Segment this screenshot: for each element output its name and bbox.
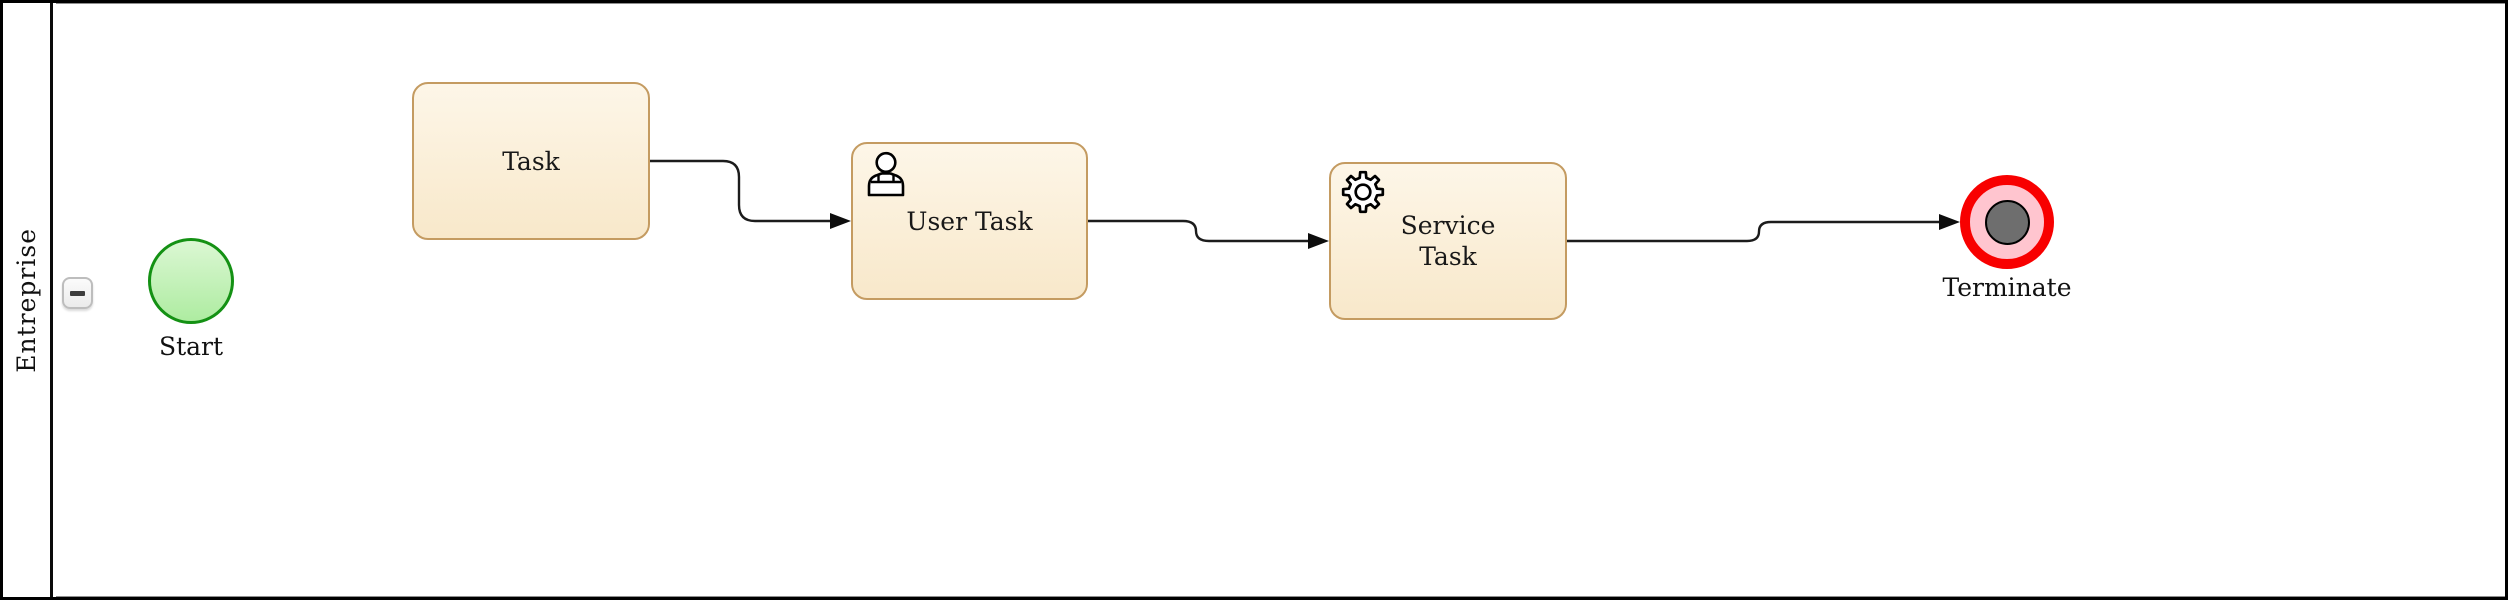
terminate-event-label: Terminate xyxy=(1942,273,2072,302)
user-silhouette-icon xyxy=(867,151,905,197)
start-event-label: Start xyxy=(158,332,224,361)
terminate-core-icon xyxy=(1984,199,2030,245)
service-task-label: Service Task xyxy=(1400,211,1496,271)
collapse-lane-button[interactable] xyxy=(62,277,93,309)
user-task-label: User Task xyxy=(906,206,1033,236)
sequence-flow-task-to-user-task[interactable] xyxy=(648,159,851,229)
pool-label-band: Entreprise xyxy=(3,3,53,597)
gear-icon xyxy=(1341,170,1385,214)
task-label: Task xyxy=(502,146,560,176)
user-task-node[interactable]: User Task xyxy=(851,142,1088,300)
task-node[interactable]: Task xyxy=(412,82,650,240)
arrowhead-icon xyxy=(1308,233,1329,249)
start-event[interactable] xyxy=(148,238,234,324)
minus-icon xyxy=(70,290,85,296)
arrowhead-icon xyxy=(830,213,851,229)
terminate-end-event[interactable] xyxy=(1960,175,2054,269)
sequence-flow-service-task-to-terminate[interactable] xyxy=(1565,214,1960,243)
arrowhead-icon xyxy=(1939,214,1960,230)
lane-content xyxy=(56,3,2505,597)
sequence-flow-user-task-to-service-task[interactable] xyxy=(1086,219,1329,249)
service-task-node[interactable]: Service Task xyxy=(1329,162,1567,320)
